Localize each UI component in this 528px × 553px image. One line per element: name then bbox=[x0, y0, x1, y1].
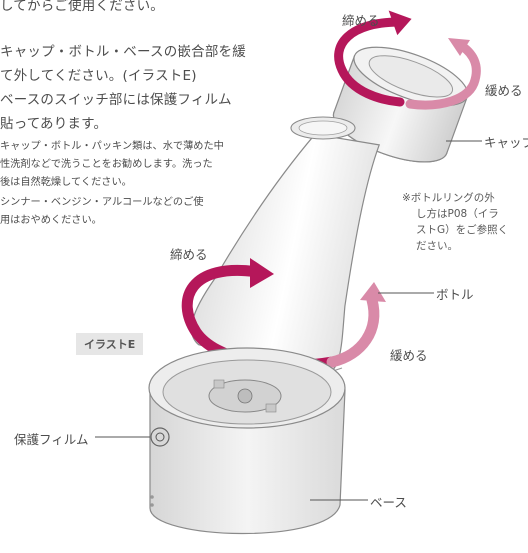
base-part bbox=[148, 347, 346, 535]
ring-note-line: ださい。 bbox=[416, 240, 458, 252]
loosen-label-bottle: 緩める bbox=[390, 348, 428, 363]
cap-label: キャップ bbox=[484, 135, 528, 150]
loosen-label-cap: 緩める bbox=[485, 83, 523, 98]
instruction-line: してからご使用ください。 bbox=[0, 0, 164, 14]
power-switch-icon bbox=[150, 427, 170, 447]
cap-loosen-arrowhead bbox=[448, 38, 470, 56]
ring-note-line: ※ボトルリングの外 bbox=[402, 192, 495, 204]
cap-loosen-arrow bbox=[405, 39, 481, 110]
protective-film-label: 保護フィルム bbox=[14, 432, 89, 447]
base-label: ベース bbox=[370, 495, 407, 510]
bottle-label: ボトル bbox=[436, 287, 474, 302]
tighten-label-bottle: 締める bbox=[170, 247, 208, 262]
ring-note-line: ストG）をご参照く bbox=[416, 224, 509, 236]
care-note-line: 用はおやめください。 bbox=[0, 215, 102, 226]
bottle-part bbox=[190, 116, 380, 377]
cap-tighten-arrow bbox=[334, 17, 405, 107]
instruction-line: 貼ってあります。 bbox=[0, 116, 108, 132]
instruction-line: て外してください。(イラストE) bbox=[0, 68, 197, 84]
bottle-loosen-arrow bbox=[326, 294, 380, 368]
cap-tighten-arrowhead bbox=[388, 10, 412, 36]
instruction-line: ベースのスイッチ部には保護フィルム bbox=[0, 92, 232, 108]
illustration-badge: イラストE bbox=[76, 333, 144, 355]
bottle-tighten-arrowhead bbox=[250, 258, 274, 288]
care-note-line: キャップ・ボトル・パッキン類は、水で薄めた中 bbox=[0, 141, 224, 152]
care-note-line: シンナー・ベンジン・アルコールなどのご使 bbox=[0, 197, 204, 208]
bottle-loosen-arrowhead bbox=[360, 282, 386, 302]
care-note-line: 後は自然乾燥してください。 bbox=[0, 177, 132, 188]
care-note-line: 性洗剤などで洗うことをお勧めします。洗った bbox=[0, 159, 213, 170]
tighten-label-cap: 締める bbox=[342, 13, 380, 28]
instruction-line: キャップ・ボトル・ベースの嵌合部を緩 bbox=[0, 44, 246, 60]
ring-note-line: し方はP08（イラ bbox=[416, 208, 499, 220]
